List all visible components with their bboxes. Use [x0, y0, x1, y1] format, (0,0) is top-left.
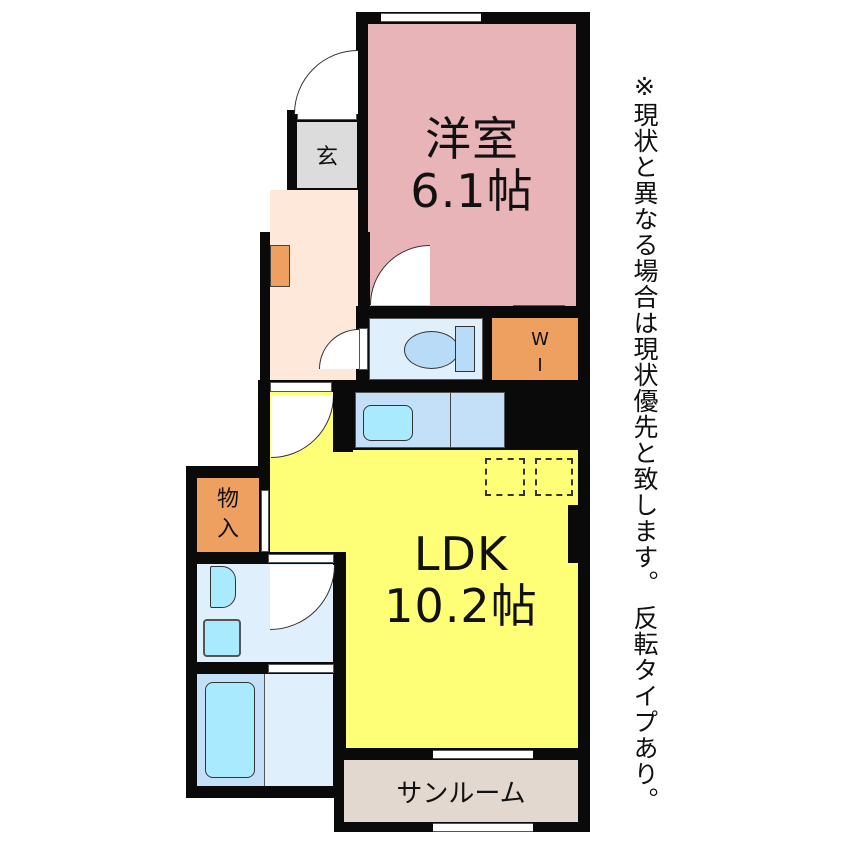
- sunroom-label: サンルーム: [396, 778, 526, 809]
- western-room-label: 洋室 6.1帖: [368, 100, 576, 230]
- hall-door-frame: [270, 382, 332, 392]
- wall: [568, 505, 586, 563]
- entrance-label: 玄: [315, 145, 338, 170]
- western-room-name: 洋室: [425, 112, 519, 166]
- sink-icon: [363, 405, 413, 441]
- disclaimer-note: ※現状と異なる場合は現状優先と致します。 反転タイプあり。: [630, 72, 659, 813]
- window: [381, 13, 481, 22]
- wall: [333, 380, 353, 452]
- bath-door-frame: [268, 664, 334, 673]
- storage-label: 物 入: [216, 487, 239, 542]
- ldk-name: LDK: [413, 527, 509, 581]
- washing-machine-icon: [203, 619, 241, 657]
- western-room-size: 6.1帖: [410, 164, 534, 218]
- appliance-space-icon: [485, 458, 525, 496]
- storage: [197, 478, 259, 552]
- storage-door-frame: [261, 490, 269, 552]
- window: [433, 823, 533, 832]
- toilet-tank-icon: [455, 326, 475, 372]
- window: [433, 750, 533, 759]
- walk-in-closet: [492, 318, 578, 380]
- sunroom: [344, 760, 578, 822]
- toilet-bowl-icon: [404, 331, 459, 369]
- appliance-space-icon: [535, 458, 573, 496]
- entrance: [297, 122, 357, 188]
- ldk-size: 10.2帖: [384, 579, 538, 633]
- shoe-cabinet: [270, 245, 290, 287]
- bathtub-icon: [205, 682, 255, 778]
- washbasin-icon: [210, 566, 236, 608]
- ldk-label: LDK 10.2帖: [344, 520, 578, 640]
- toilet-door-frame: [359, 328, 368, 370]
- washroom-door-frame: [268, 554, 334, 563]
- kitchen-divider: [450, 392, 451, 448]
